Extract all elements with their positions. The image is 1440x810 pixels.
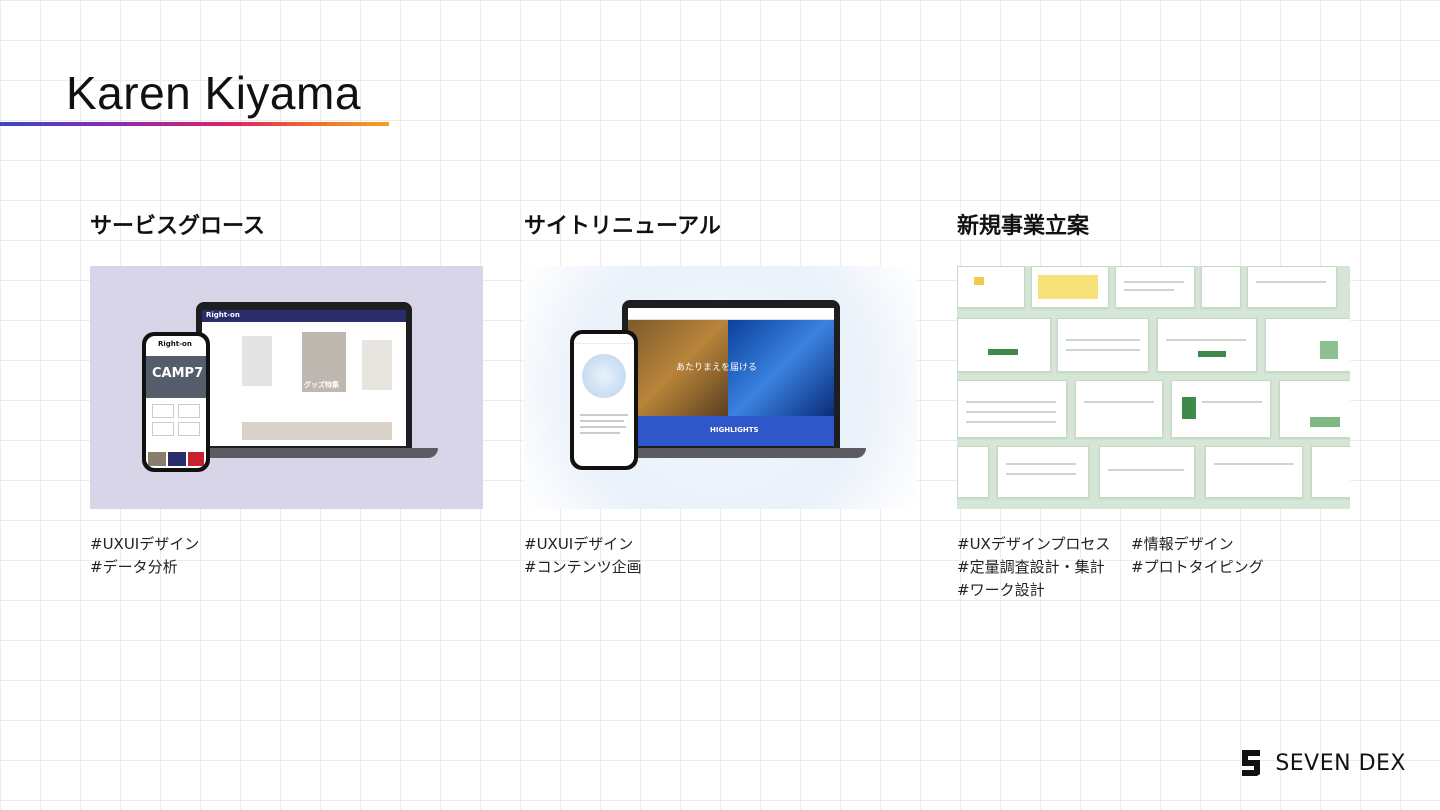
- phone-logo: Right-on: [158, 340, 192, 348]
- tag: #データ分析: [90, 558, 178, 576]
- tag: #定量調査設計・集計: [957, 558, 1105, 576]
- tag: #プロトタイピング: [1131, 558, 1264, 576]
- brand-name: SEVEN DEX: [1275, 750, 1406, 776]
- project-thumbnail[interactable]: Right-on グッズ特集 Right-on CAMP7: [90, 266, 483, 509]
- tag-list: #UXデザインプロセス #情報デザイン #定量調査設計・集計 #プロトタイピング…: [957, 533, 1350, 602]
- card-heading: サイトリニューアル: [524, 214, 721, 239]
- tag-list: #UXUIデザイン #データ分析: [90, 533, 483, 579]
- phone-banner: CAMP7: [152, 366, 204, 381]
- project-card-new-business[interactable]: 新規事業立案 #UXデザインプロセス #情報デザイン #定量調査設計・集計 #プ…: [957, 210, 1350, 602]
- hero-text: あたりまえを届ける: [676, 363, 758, 373]
- laptop-logo: Right-on: [206, 311, 240, 319]
- card-heading: 新規事業立案: [957, 214, 1090, 239]
- sevendex-logo-icon: [1242, 750, 1261, 776]
- phone-mockup: [570, 330, 638, 470]
- page-title: Karen Kiyama: [66, 67, 361, 119]
- laptop-banner: グッズ特集: [304, 381, 339, 389]
- tag: #コンテンツ企画: [524, 558, 642, 576]
- tag: #ワーク設計: [957, 581, 1045, 599]
- tag: #UXデザインプロセス: [957, 535, 1111, 553]
- phone-mockup: Right-on CAMP7: [142, 332, 210, 472]
- project-thumbnail[interactable]: あたりまえを届ける HIGHLIGHTS: [524, 266, 917, 509]
- tag-list: #UXUIデザイン #コンテンツ企画: [524, 533, 917, 579]
- brand-logo: SEVEN DEX: [1239, 750, 1406, 776]
- title-gradient-underline: [0, 122, 389, 126]
- tag: #情報デザイン: [1131, 535, 1234, 553]
- tag: #UXUIデザイン: [524, 535, 634, 553]
- project-thumbnail[interactable]: [957, 266, 1350, 509]
- card-heading: サービスグロース: [90, 214, 265, 239]
- project-card-site-renewal[interactable]: サイトリニューアル あたりまえを届ける HIGHLIGHTS: [524, 210, 917, 579]
- section-label: HIGHLIGHTS: [710, 426, 759, 434]
- tag: #UXUIデザイン: [90, 535, 200, 553]
- project-card-service-growth[interactable]: サービスグロース Right-on グッズ特集 Right-on CAMP7: [90, 210, 483, 579]
